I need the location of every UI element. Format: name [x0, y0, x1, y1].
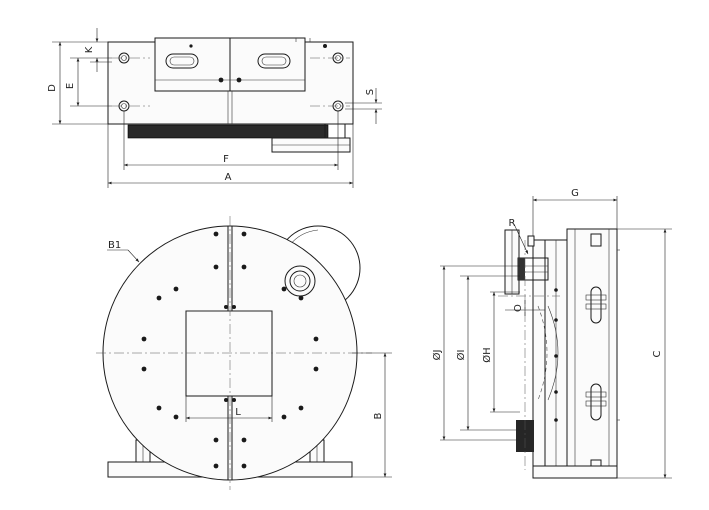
label-b1: B1 — [108, 240, 121, 251]
side-view-dimensions — [440, 196, 672, 479]
label-s: S — [365, 89, 376, 95]
top-view — [107, 37, 354, 153]
label-f: F — [223, 154, 229, 165]
dimension-labels: D E K S F A B1 L B G R C ØJ ØI ØH O — [47, 46, 663, 419]
front-view-dimensions — [107, 249, 392, 478]
label-phi-i: ØI — [455, 350, 467, 361]
front-view — [96, 216, 372, 490]
label-b: B — [373, 412, 384, 419]
top-view-dimensions — [52, 28, 382, 188]
front-view-holes — [141, 231, 319, 469]
label-o: O — [513, 304, 524, 312]
label-phi-h: ØH — [481, 347, 493, 362]
label-d: D — [47, 84, 58, 92]
label-g: G — [571, 188, 579, 199]
label-k: K — [84, 46, 95, 53]
label-a: A — [225, 172, 232, 183]
label-c: C — [652, 350, 663, 357]
side-view — [498, 228, 620, 479]
label-e: E — [65, 83, 76, 89]
label-phi-j: ØJ — [431, 350, 443, 361]
label-r: R — [509, 218, 516, 229]
label-l: L — [235, 407, 241, 418]
